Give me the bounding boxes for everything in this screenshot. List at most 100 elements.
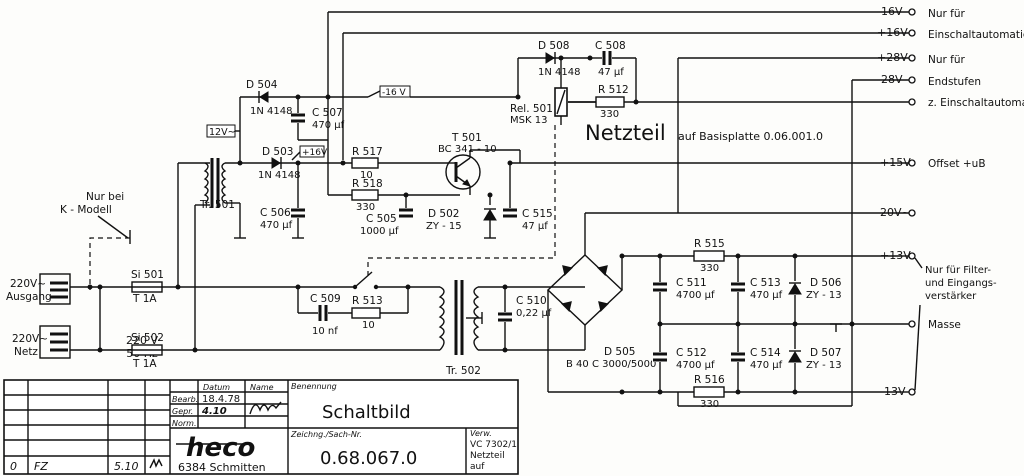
svg-text:R 513: R 513 bbox=[352, 295, 383, 307]
svg-text:4700 µf: 4700 µf bbox=[676, 290, 715, 301]
svg-text:D 503: D 503 bbox=[262, 146, 293, 158]
svg-text:330: 330 bbox=[700, 263, 719, 274]
svg-text:C 512: C 512 bbox=[676, 347, 707, 359]
diode-d508: D 508 1N 4148 bbox=[515, 40, 590, 100]
svg-text:10 nf: 10 nf bbox=[312, 326, 338, 337]
cap-c505: C 505 1000 µf bbox=[360, 192, 413, 237]
mains-rails bbox=[162, 162, 440, 353]
zener-d506: D 506 ZY - 13 bbox=[788, 277, 842, 301]
rev-date: 5.10 bbox=[114, 460, 139, 473]
res-r512: R 512 330 bbox=[568, 84, 629, 120]
svg-text:Name: Name bbox=[250, 383, 274, 392]
zener-d502: D 502 ZY - 15 bbox=[426, 192, 497, 239]
res-r513: R 513 10 bbox=[351, 284, 411, 331]
si502-val: T 1A bbox=[132, 358, 157, 370]
svg-text:C 506: C 506 bbox=[260, 207, 291, 219]
fuse-si502: Si 502 T 1A bbox=[131, 332, 164, 370]
svg-text:T 501: T 501 bbox=[451, 132, 482, 144]
cap-c511: C 511 4700 µf bbox=[652, 277, 715, 301]
tag-12v: 12V~ bbox=[206, 124, 240, 138]
svg-text:330: 330 bbox=[356, 202, 375, 213]
out-label-3: Nur für bbox=[928, 54, 966, 66]
svg-text:C 510: C 510 bbox=[516, 295, 547, 307]
relay-switch bbox=[352, 271, 440, 290]
svg-text:12V~: 12V~ bbox=[209, 127, 236, 138]
mains-volt: 220 V bbox=[126, 334, 158, 347]
svg-text:18.4.78: 18.4.78 bbox=[202, 394, 240, 405]
out-voltage-2: +16V bbox=[877, 26, 908, 39]
diode-d503: D 503 1N 4148 bbox=[258, 146, 300, 181]
svg-text:470 µf: 470 µf bbox=[750, 290, 783, 301]
out-voltage-8: +13V bbox=[880, 249, 911, 262]
cap-c512: C 512 4700 µf bbox=[652, 347, 715, 371]
svg-text:Zeichng./Sach-Nr.: Zeichng./Sach-Nr. bbox=[290, 430, 362, 439]
svg-text:330: 330 bbox=[600, 109, 619, 120]
svg-text:Verw.: Verw. bbox=[470, 429, 492, 438]
svg-text:R 515: R 515 bbox=[694, 238, 725, 250]
svg-text:C 511: C 511 bbox=[676, 277, 707, 289]
svg-text:330: 330 bbox=[700, 399, 719, 410]
svg-text:47 µf: 47 µf bbox=[598, 67, 624, 78]
svg-text:MSK 13: MSK 13 bbox=[510, 115, 547, 126]
svg-text:C 507: C 507 bbox=[312, 107, 343, 119]
svg-text:R 516: R 516 bbox=[694, 374, 725, 386]
svg-text:auf: auf bbox=[470, 462, 485, 472]
filter-verticals bbox=[619, 253, 855, 395]
svg-text:Bearb.: Bearb. bbox=[172, 395, 198, 404]
svg-text:D 504: D 504 bbox=[246, 79, 278, 91]
out-voltage-6: +15V bbox=[880, 156, 911, 169]
svg-text:B 40 C 3000/5000: B 40 C 3000/5000 bbox=[566, 359, 656, 370]
svg-text:47 µf: 47 µf bbox=[522, 221, 548, 232]
filter-note-2: und Eingangs- bbox=[925, 278, 997, 289]
svg-text:Benennung: Benennung bbox=[291, 382, 337, 391]
output-voltage-labels: -16V +16V +28V -28V +15V 20V~ +13V -13V … bbox=[877, 5, 1024, 398]
drawing-title: Schaltbild bbox=[322, 402, 411, 423]
company-city: 6384 Schmitten bbox=[178, 461, 266, 474]
heading-sub: auf Basisplatte 0.06.001.0 bbox=[678, 130, 823, 143]
svg-text:R 518: R 518 bbox=[352, 178, 383, 190]
svg-text:C 509: C 509 bbox=[310, 293, 341, 305]
si501-ref: Si 501 bbox=[131, 269, 164, 281]
out-voltage-1: -16V bbox=[877, 5, 903, 18]
output-bus-lines bbox=[327, 11, 910, 406]
transformer-tr502: Tr. 502 bbox=[438, 280, 585, 377]
zener-d507: D 507 ZY - 13 bbox=[788, 347, 842, 371]
svg-text:Datum: Datum bbox=[203, 383, 230, 392]
svg-text:D 506: D 506 bbox=[810, 277, 842, 289]
svg-text:10: 10 bbox=[362, 320, 375, 331]
cap-c510: C 510 0,22 µf bbox=[498, 284, 552, 353]
si501-val: T 1A bbox=[132, 293, 157, 305]
fuse-si501: Si 501 T 1A bbox=[131, 269, 164, 305]
cap-c514: C 514 470 µf bbox=[730, 347, 783, 371]
tag-p16: +16V bbox=[291, 145, 328, 161]
svg-text:470 µf: 470 µf bbox=[312, 120, 345, 131]
svg-text:R 517: R 517 bbox=[352, 146, 383, 158]
out-label-1: Nur für bbox=[928, 8, 966, 20]
ausgang-label: Ausgang bbox=[6, 291, 52, 303]
svg-text:D 505: D 505 bbox=[604, 346, 635, 358]
cap-c515: C 515 47 µf bbox=[503, 160, 553, 232]
out-label-5: z. Einschaltautomat bbox=[928, 97, 1024, 109]
transistor-t501: T 501 BC 341 - 10 bbox=[438, 132, 521, 195]
filter-note-1: Nur für Filter- bbox=[925, 265, 991, 276]
svg-text:1N 4148: 1N 4148 bbox=[258, 170, 300, 181]
out-voltage-10: -13V bbox=[880, 385, 906, 398]
cap-c513: C 513 470 µf bbox=[730, 277, 783, 301]
cap-c506: C 506 470 µf bbox=[260, 160, 305, 239]
output-terminals bbox=[900, 8, 916, 396]
svg-text:10: 10 bbox=[360, 170, 373, 181]
svg-text:ZY - 15: ZY - 15 bbox=[426, 221, 462, 232]
svg-text:BC 341 - 10: BC 341 - 10 bbox=[438, 144, 497, 155]
kmodell-2: K - Modell bbox=[60, 204, 112, 216]
tr501-ref: Tr. 501 bbox=[199, 199, 235, 211]
svg-text:D 508: D 508 bbox=[538, 40, 569, 52]
svg-text:Rel. 501: Rel. 501 bbox=[510, 103, 553, 115]
svg-text:D 502: D 502 bbox=[428, 208, 459, 220]
bridge-d505: D 505 B 40 C 3000/5000 bbox=[546, 213, 656, 393]
drawing-number: 0.68.067.0 bbox=[320, 448, 417, 469]
svg-text:0,22 µf: 0,22 µf bbox=[516, 308, 552, 319]
svg-text:Norm.: Norm. bbox=[172, 419, 197, 428]
svg-text:ZY - 13: ZY - 13 bbox=[806, 290, 842, 301]
